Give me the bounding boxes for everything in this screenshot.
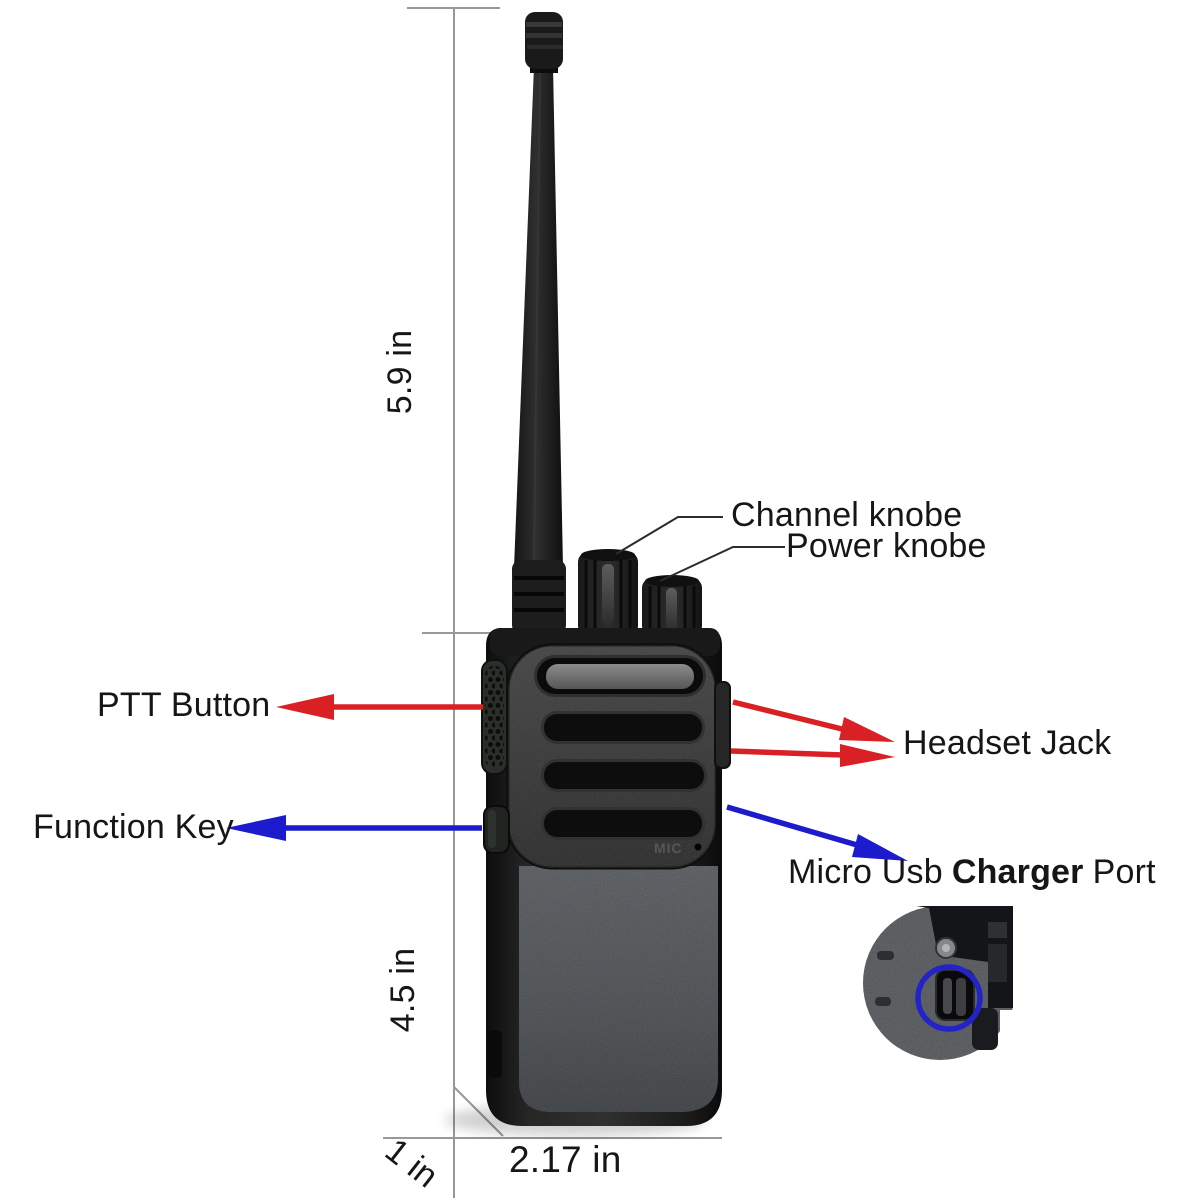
label-micro-usb-suffix: Port xyxy=(1092,853,1156,891)
channel-knob xyxy=(578,549,638,636)
channel-knob-groove xyxy=(602,564,614,624)
usb-port-inset xyxy=(863,895,1073,1080)
dimension-label-body-height: 4.5 in xyxy=(384,947,423,1033)
micro-usb-arrow xyxy=(726,804,908,861)
antenna xyxy=(512,12,566,634)
belt-clip-notch xyxy=(488,1030,502,1078)
ptt-arrow xyxy=(276,694,483,720)
blue-highlight-circle xyxy=(915,964,983,1032)
grille-slot-4 xyxy=(544,810,702,837)
speaker-grille: MIC xyxy=(506,643,718,870)
walkie-talkie-illustration: MIC xyxy=(445,12,731,1136)
power-knob-leader-line xyxy=(659,546,785,582)
channel-knob-leader-line xyxy=(615,516,723,555)
grille-slot-2 xyxy=(544,714,702,741)
label-channel-knob: Channel knobe xyxy=(731,496,963,534)
leader-lines xyxy=(615,516,785,582)
dimension-label-width: 2.17 in xyxy=(509,1139,622,1180)
inset-screw xyxy=(935,937,957,959)
blue-arrows xyxy=(226,804,908,861)
power-knob-groove xyxy=(666,588,677,630)
antenna-tip-cap xyxy=(525,12,563,69)
dimension-label-antenna-height: 5.9 in xyxy=(381,329,420,415)
ptt-button-control xyxy=(481,659,508,775)
function-key-control xyxy=(483,805,510,854)
mic-marking-text: MIC xyxy=(654,840,683,856)
label-ptt-button: PTT Button xyxy=(97,686,271,724)
label-headset-jack: Headset Jack xyxy=(903,724,1112,762)
label-power-knob: Power knobe xyxy=(786,527,987,565)
red-arrows xyxy=(276,694,895,767)
power-knob xyxy=(642,575,702,636)
mic-hole xyxy=(694,843,702,851)
headset-jack-arrow-lower xyxy=(730,744,895,767)
grille-slot-3 xyxy=(544,762,704,789)
dimension-lines xyxy=(383,7,722,1198)
micro-usb-port xyxy=(935,969,975,1021)
function-key-arrow xyxy=(226,815,482,841)
radio-body: MIC xyxy=(481,628,731,1126)
headset-jack-arrow-upper xyxy=(732,699,895,742)
headset-jack-cover xyxy=(714,681,731,769)
inset-tab xyxy=(972,1008,998,1050)
label-function-key: Function Key xyxy=(33,808,234,846)
label-micro-usb-prefix: Micro Usb xyxy=(788,853,943,891)
label-micro-usb-bold: Charger xyxy=(951,853,1084,891)
